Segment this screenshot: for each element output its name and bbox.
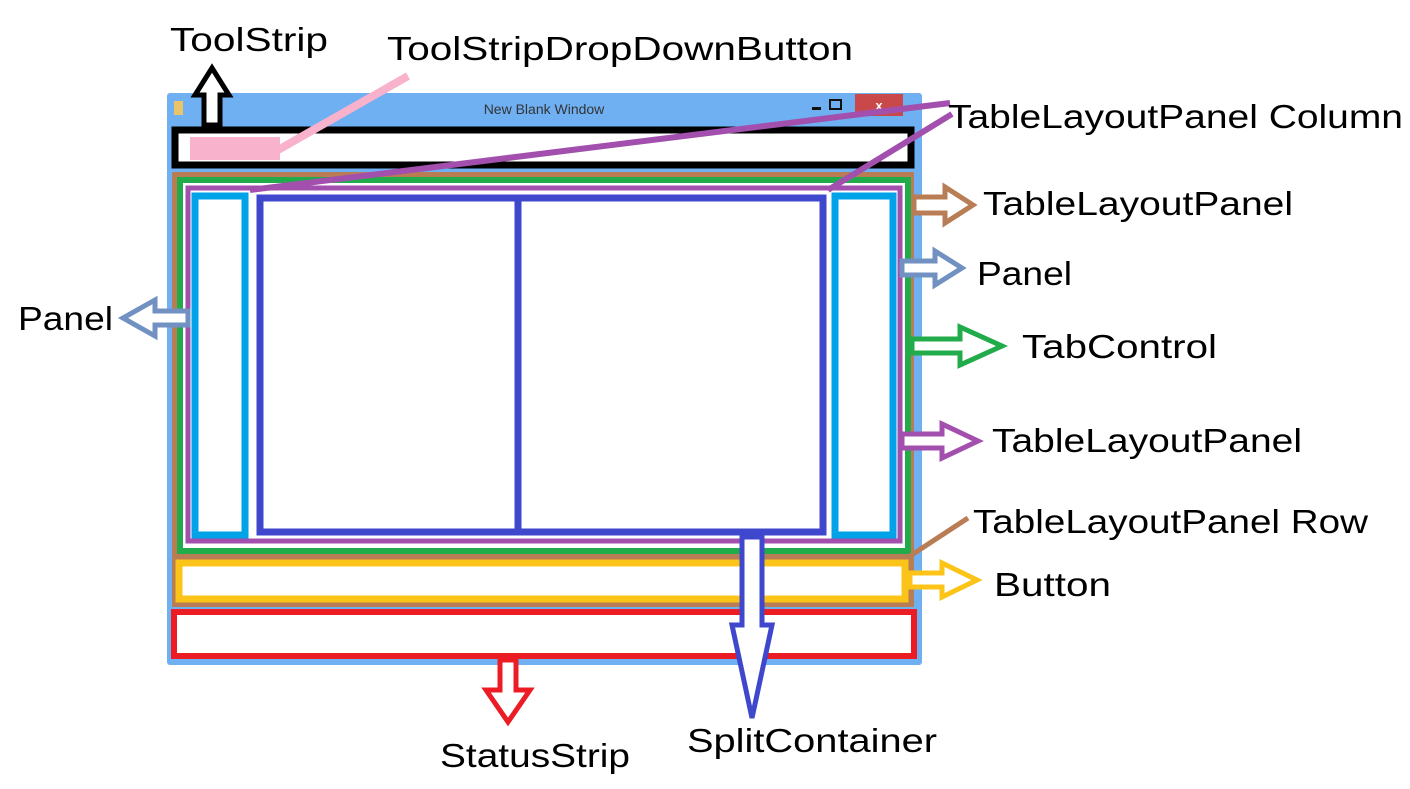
label-toolstrip-dropdown-button: ToolStripDropDownButton — [387, 30, 853, 67]
button[interactable] — [175, 559, 909, 603]
label-tlp-row: TableLayoutPanel Row — [973, 503, 1368, 540]
split-container — [256, 194, 827, 536]
tabcontrol-arrow-icon — [909, 323, 1009, 369]
panel-left — [191, 192, 249, 539]
tlp-inner-arrow-icon — [899, 420, 984, 462]
panel-left-arrow-icon — [117, 295, 191, 341]
label-tlp-column: TableLayoutPanel Column — [948, 98, 1403, 135]
dropdown-pointer-line — [276, 72, 410, 154]
maximize-icon[interactable] — [829, 99, 842, 110]
panel-right — [831, 192, 897, 539]
window-title: New Blank Window — [484, 101, 605, 117]
column-pointer-line-left — [249, 100, 951, 193]
row-pointer-line — [908, 515, 970, 559]
label-panel-left: Panel — [18, 300, 113, 337]
close-icon: x — [875, 98, 883, 113]
folder-icon — [174, 101, 183, 115]
label-panel-right: Panel — [977, 255, 1072, 292]
status-strip — [171, 609, 917, 659]
tlp-outer-arrow-icon — [911, 182, 978, 228]
label-toolstrip: ToolStrip — [170, 21, 328, 58]
label-tlp-outer: TableLayoutPanel — [983, 185, 1293, 222]
label-tlp-inner: TableLayoutPanel — [992, 422, 1302, 459]
panel-right-arrow-icon — [899, 246, 967, 290]
toolstrip-dropdown-button[interactable] — [190, 137, 280, 160]
column-pointer-line-right — [826, 111, 954, 193]
label-tabcontrol: TabControl — [1022, 328, 1217, 365]
toolstrip-arrow-icon — [190, 63, 234, 128]
splitcontainer-arrow-icon — [728, 534, 776, 719]
label-statusstrip: StatusStrip — [440, 737, 630, 774]
label-button: Button — [994, 566, 1111, 603]
statusstrip-arrow-icon — [481, 657, 535, 727]
minimize-icon[interactable] — [812, 107, 821, 110]
button-arrow-icon — [907, 559, 983, 601]
label-splitcontainer: SplitContainer — [687, 722, 937, 759]
